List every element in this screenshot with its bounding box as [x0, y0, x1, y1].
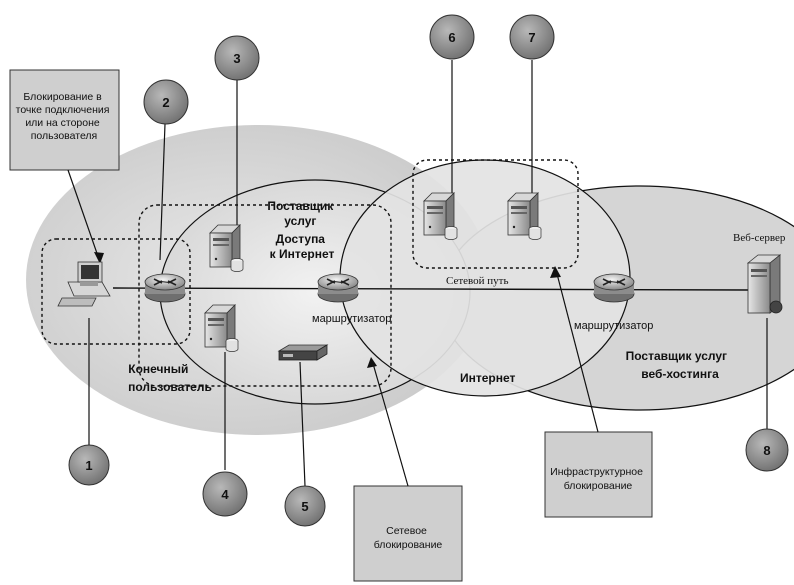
infrastructure-server-1-icon [423, 192, 458, 240]
arrow-head-network [367, 357, 377, 368]
web-server-label: Веб-сервер [733, 232, 786, 244]
marker-6: 6 [429, 14, 475, 60]
user-router-icon [144, 273, 186, 303]
infrastructure-blocking-region [412, 159, 579, 269]
arrow-head-infrastructure [550, 266, 561, 278]
filtering-appliance-icon [277, 344, 329, 361]
arrow-head-user [94, 252, 104, 264]
infrastructure-server-2-icon [507, 192, 542, 240]
infrastructure-blocking-callout [544, 431, 653, 518]
network-path-label: Сетевой путь [446, 275, 509, 287]
svg-text:2: 2 [162, 95, 169, 110]
marker-7: 7 [509, 14, 555, 60]
hosting-router-icon [593, 273, 635, 303]
marker-4: 4 [202, 471, 248, 517]
isp-zone-label: Поставщик услуг Доступа к Интернет [267, 199, 336, 261]
leader-lines [67, 60, 768, 487]
marker-3: 3 [214, 35, 260, 81]
internet-zone-label: Интернет [460, 371, 516, 385]
isp-router-label: маршрутизатор [312, 313, 391, 325]
marker-5: 5 [284, 485, 326, 527]
network-path-line [112, 287, 751, 291]
svg-text:6: 6 [448, 30, 455, 45]
infrastructure-blocking-text: Инфраструктурное блокирование [550, 466, 646, 492]
svg-text:8: 8 [763, 443, 770, 458]
marker-8: 8 [745, 428, 789, 472]
computer-icon [57, 261, 111, 307]
user-blocking-region [41, 238, 191, 345]
svg-text:7: 7 [528, 30, 535, 45]
isp-blocking-region [138, 204, 392, 387]
web-server-icon [746, 254, 783, 314]
isp-router-icon [317, 273, 359, 303]
hosting-zone-label: Поставщик услуг веб-хостинга [626, 349, 731, 381]
svg-text:3: 3 [233, 51, 240, 66]
marker-1: 1 [68, 444, 110, 486]
end-user-zone-label: Конечный пользователь [128, 362, 212, 394]
svg-text:4: 4 [221, 487, 229, 502]
isp-server-2-icon [204, 304, 239, 352]
svg-text:5: 5 [301, 499, 308, 514]
hosting-router-label: маршрутизатор [574, 320, 653, 332]
network-blocking-text: Сетевое блокирование [374, 525, 443, 551]
svg-text:1: 1 [85, 458, 92, 473]
marker-2: 2 [143, 79, 189, 125]
isp-server-icon [209, 224, 244, 272]
user-blocking-text: Блокирование в точке подключения или на … [16, 91, 113, 142]
user-blocking-callout [9, 69, 120, 171]
